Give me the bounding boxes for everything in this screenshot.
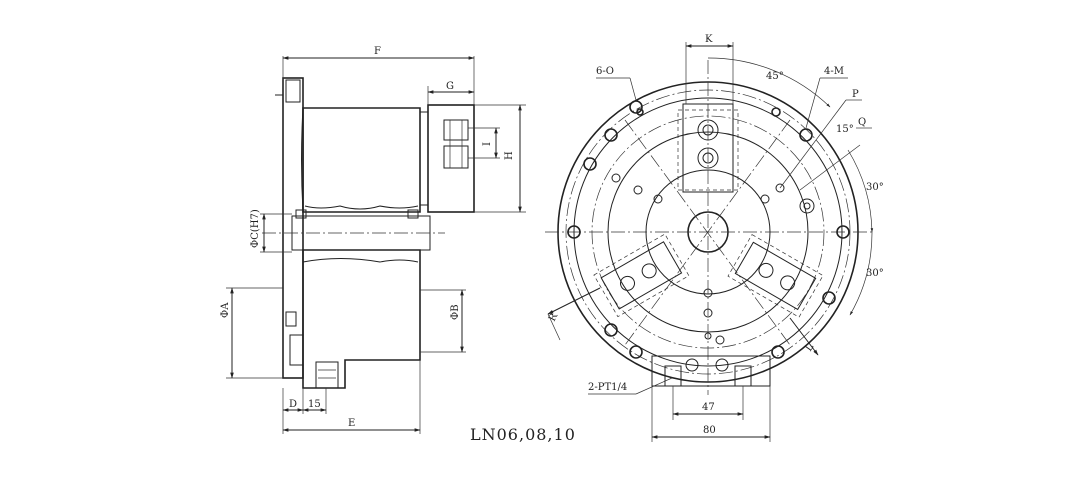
- angle-30-lower: 30°: [866, 268, 884, 279]
- side-body: [302, 107, 421, 213]
- angle-45: 45°: [766, 71, 784, 82]
- front-inner-holes: [611, 173, 815, 345]
- dim-G: G: [446, 81, 454, 92]
- side-port-fitting: [315, 361, 339, 389]
- front-view: K 6-O 45° 4-M P 15° Q 30° 30° R L: [545, 34, 884, 442]
- angle-15: 15°: [836, 124, 854, 135]
- dim-80: 80: [703, 425, 716, 436]
- dim-D: D: [289, 399, 297, 410]
- side-cylinder: [427, 104, 475, 213]
- dim-47: 47: [702, 402, 715, 413]
- label-port: 2-PT1/4: [588, 382, 627, 393]
- dim-E: E: [348, 418, 355, 429]
- side-flange: [282, 77, 304, 379]
- side-flange-boss: [285, 79, 301, 103]
- dim-15: 15: [308, 399, 321, 410]
- label-4-M: 4-M: [824, 66, 844, 77]
- dim-I: I: [482, 142, 493, 146]
- label-P: P: [852, 89, 859, 100]
- model-caption: LN06,08,10: [470, 425, 576, 444]
- front-jaw-top: [682, 103, 734, 193]
- dim-K: K: [705, 34, 713, 45]
- label-Q: Q: [858, 117, 866, 128]
- angle-30-upper: 30°: [866, 182, 884, 193]
- label-6-O: 6-O: [596, 66, 614, 77]
- front-jaw-lower-right: [734, 241, 817, 311]
- side-jaw-lower: [443, 145, 469, 169]
- front-mount-holes: [567, 100, 850, 359]
- side-view: F G H I ΦC(H7) ΦA ΦB: [220, 46, 526, 434]
- side-lower-body: [302, 249, 421, 389]
- label-R: R: [547, 311, 560, 323]
- dim-C: ΦC(H7): [250, 209, 261, 248]
- dim-A: ΦA: [220, 302, 231, 318]
- front-port-block: [651, 355, 771, 387]
- dim-B: ΦB: [450, 304, 461, 320]
- front-jaw-lower-left: [600, 241, 683, 310]
- dim-H: H: [504, 151, 515, 160]
- dim-F: F: [374, 46, 381, 57]
- side-jaw-upper: [443, 119, 469, 141]
- label-L: L: [803, 342, 816, 354]
